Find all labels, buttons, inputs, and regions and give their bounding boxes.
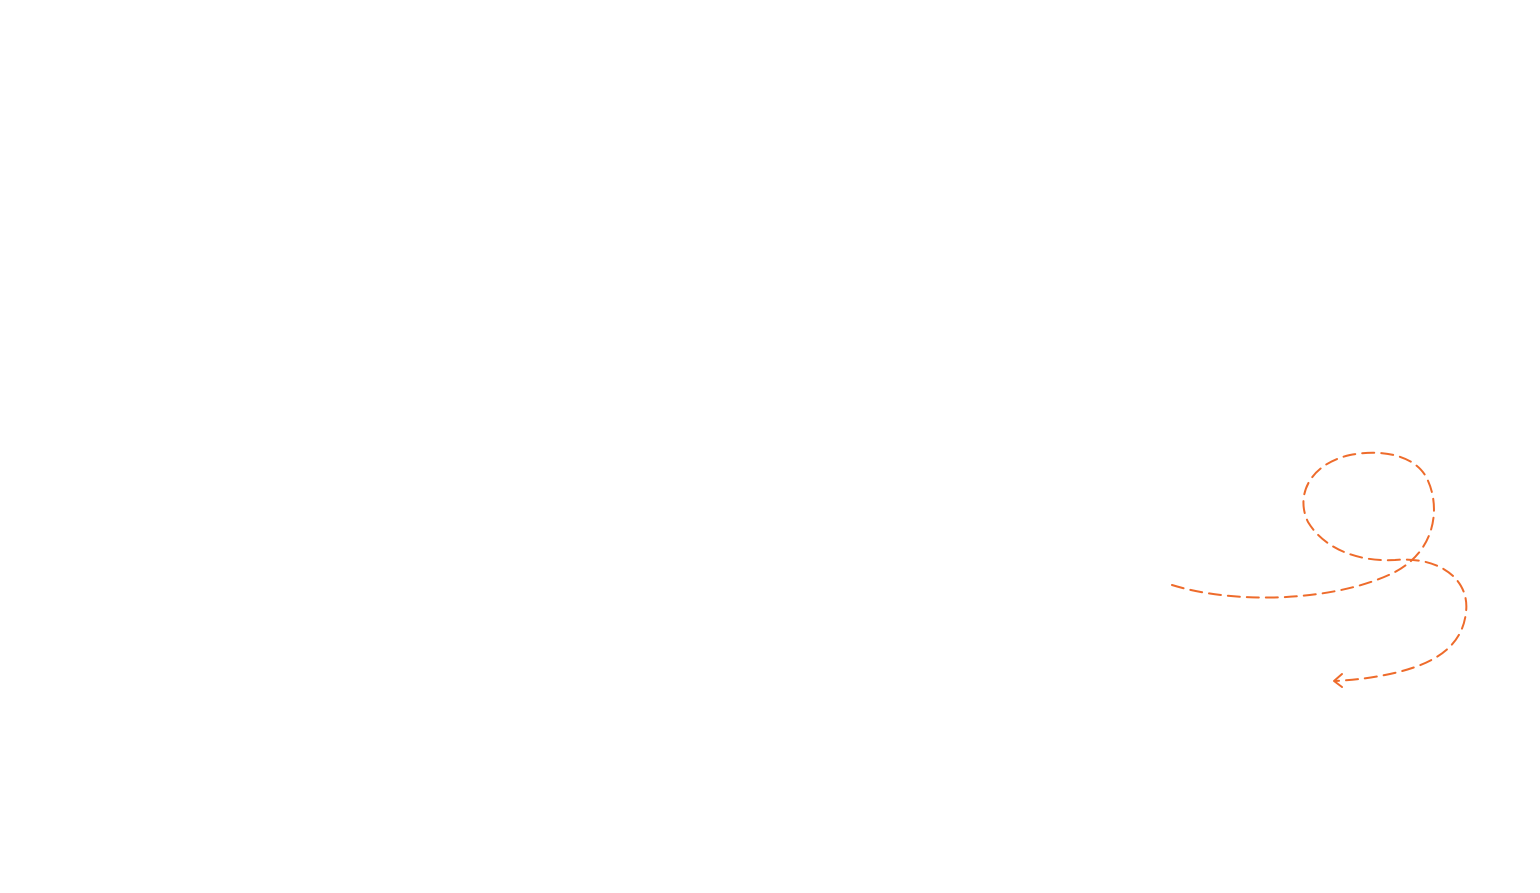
dashed-loop-path: [1171, 451, 1468, 682]
arrow-head: [1333, 673, 1343, 688]
